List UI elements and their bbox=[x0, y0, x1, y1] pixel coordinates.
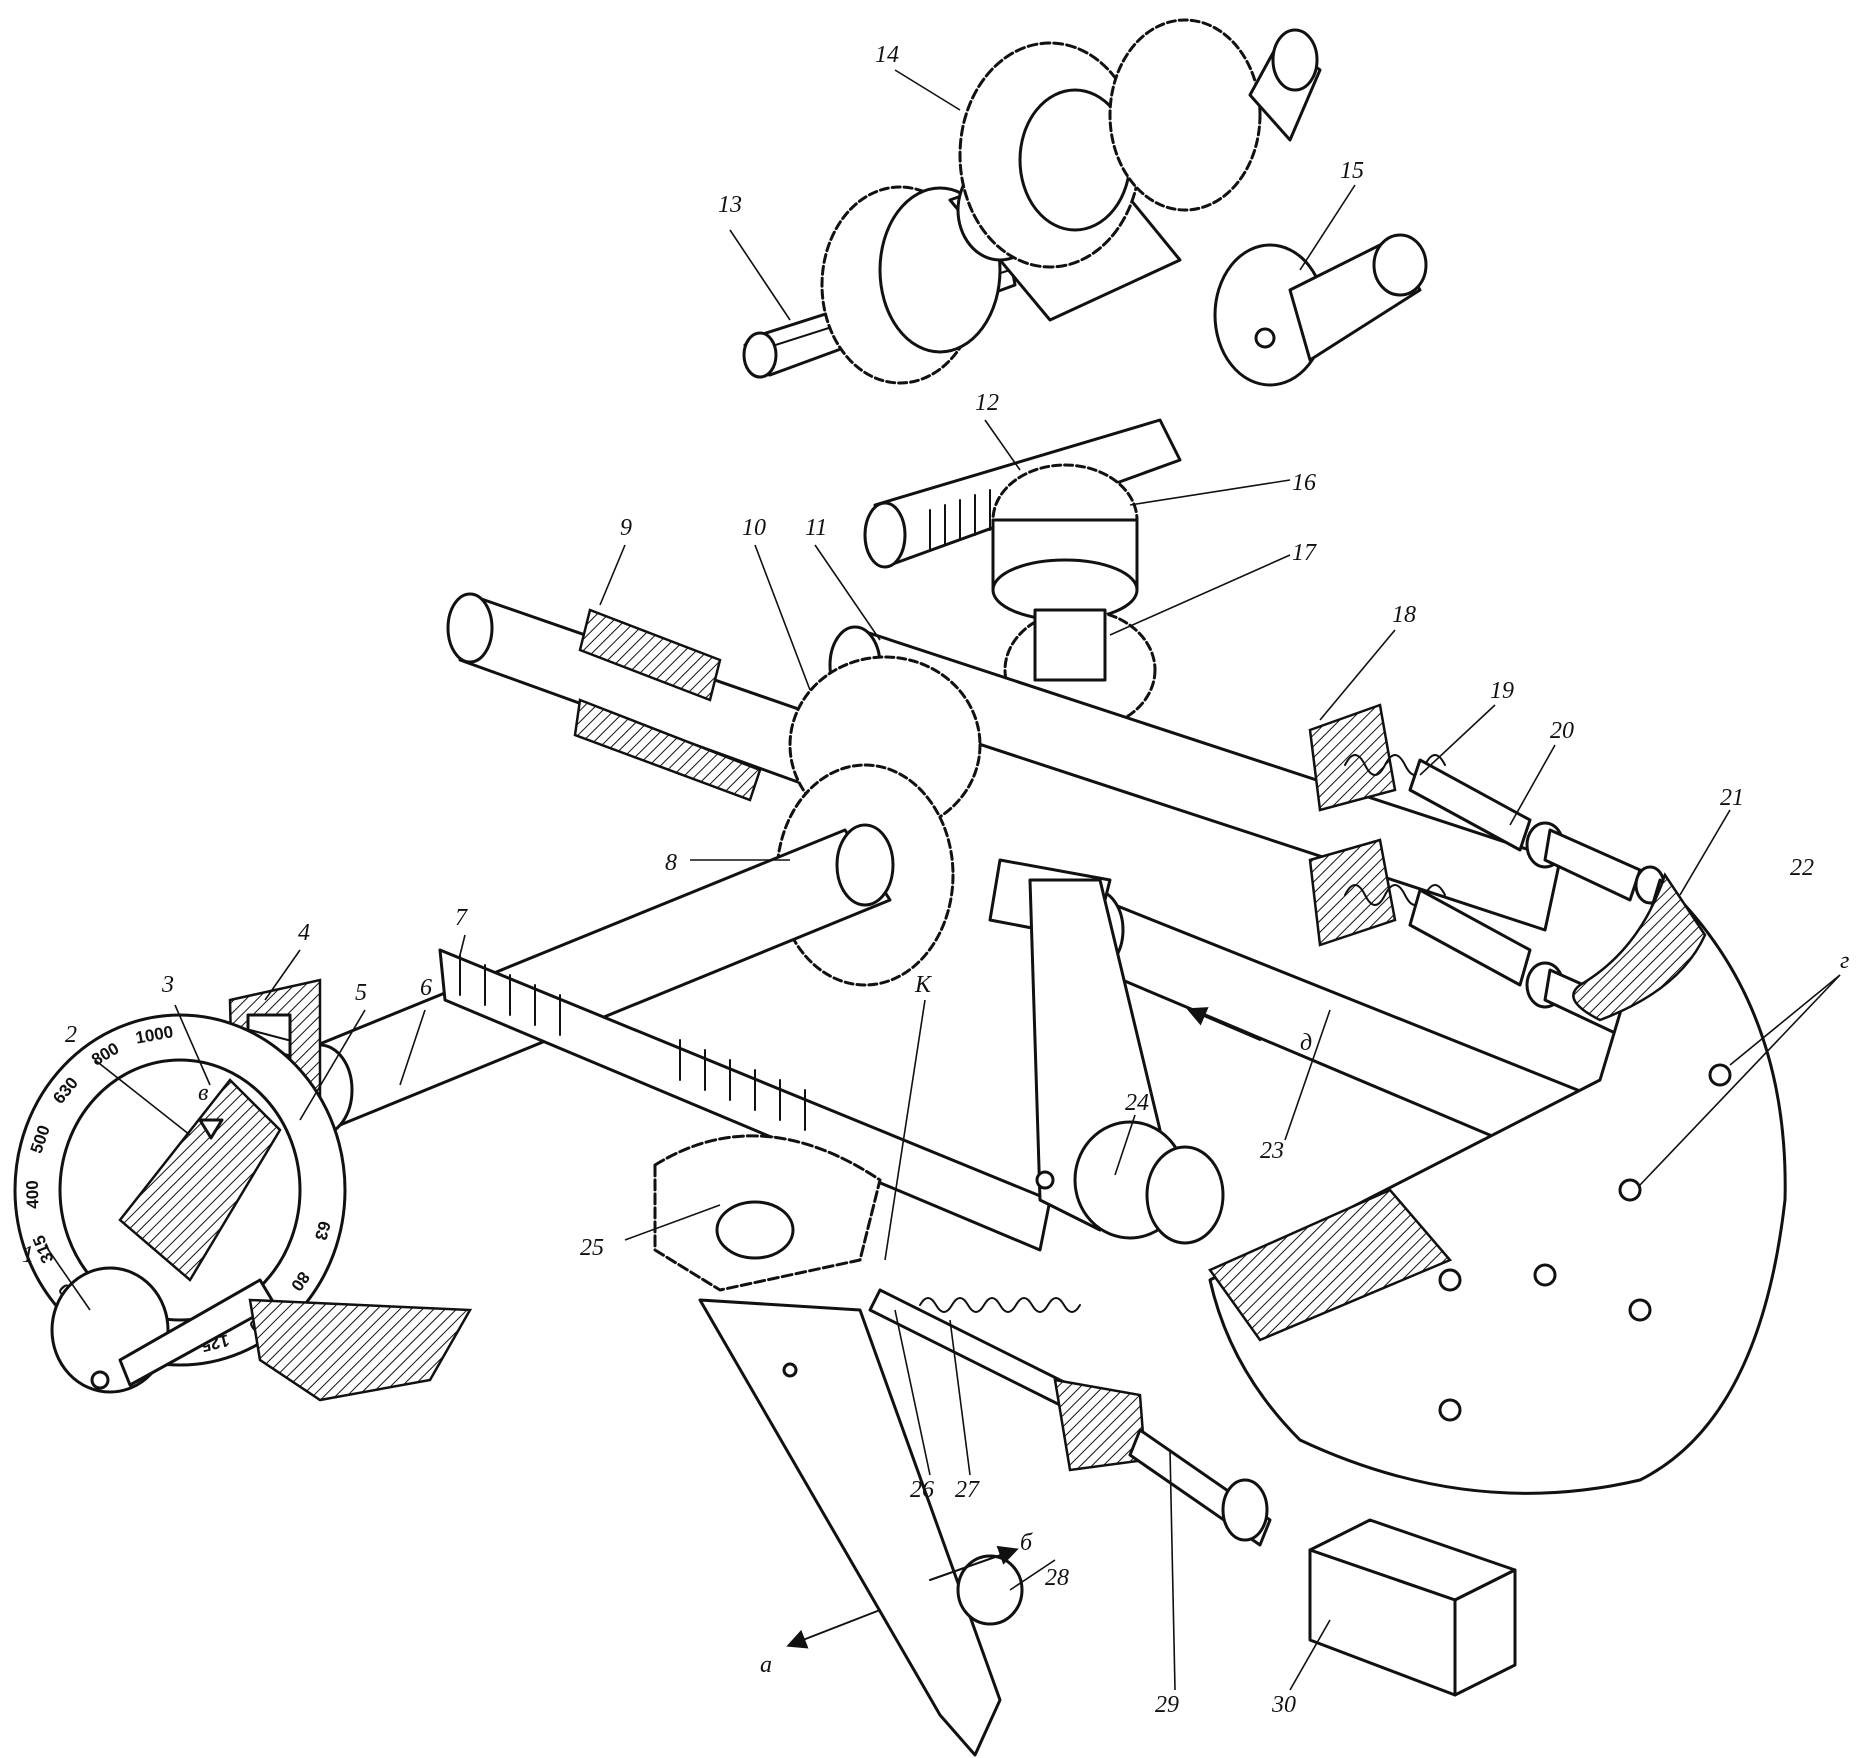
cam-21 bbox=[1572, 872, 1707, 1022]
label-10: 10 bbox=[742, 515, 766, 541]
leader-lines bbox=[44, 69, 1841, 1691]
label-5: 5 bbox=[355, 980, 367, 1006]
label-19: 19 bbox=[1490, 678, 1514, 704]
letter-labels: а б в г д К bbox=[198, 948, 1849, 1678]
label-21: 21 bbox=[1720, 785, 1744, 811]
splined-shaft-9 bbox=[446, 592, 832, 802]
label-1: 1 bbox=[22, 1242, 34, 1268]
label-20: 20 bbox=[1550, 718, 1574, 744]
rod-26-spring-27 bbox=[868, 1288, 1147, 1472]
label-25: 25 bbox=[580, 1235, 604, 1261]
gear-14 bbox=[958, 41, 1142, 269]
motion-arrows bbox=[786, 1007, 1261, 1649]
label-14: 14 bbox=[875, 42, 899, 68]
part-labels: 1 2 3 4 5 6 7 8 9 10 11 12 13 14 15 16 1… bbox=[22, 42, 1814, 1718]
control-lever-28 bbox=[698, 1298, 1024, 1757]
letter-k: К bbox=[914, 972, 933, 998]
letter-v: в bbox=[198, 1080, 208, 1106]
label-12: 12 bbox=[975, 390, 999, 416]
brake-block-30 bbox=[1308, 1518, 1517, 1697]
lever-knob bbox=[956, 1554, 1024, 1626]
label-3: 3 bbox=[161, 972, 174, 998]
label-15: 15 bbox=[1340, 158, 1364, 184]
letter-g: г bbox=[1840, 948, 1849, 974]
rod-29 bbox=[1128, 1428, 1272, 1547]
label-30: 30 bbox=[1271, 1692, 1296, 1718]
label-28: 28 bbox=[1045, 1565, 1069, 1591]
letter-a: а bbox=[760, 1652, 772, 1678]
label-16: 16 bbox=[1292, 470, 1316, 496]
label-7: 7 bbox=[455, 905, 468, 931]
label-13: 13 bbox=[718, 192, 742, 218]
label-24: 24 bbox=[1125, 1090, 1149, 1116]
label-9: 9 bbox=[620, 515, 632, 541]
label-22: 22 bbox=[1790, 855, 1814, 881]
shaft-6 bbox=[286, 823, 895, 1137]
gear-sector-25 bbox=[653, 1134, 882, 1292]
cam-disc-22 bbox=[1208, 872, 1787, 1495]
plunger-20 bbox=[1408, 758, 1666, 905]
crank-lever-24 bbox=[1028, 878, 1225, 1245]
label-17: 17 bbox=[1292, 540, 1317, 566]
label-8: 8 bbox=[665, 850, 677, 876]
label-26: 26 bbox=[910, 1477, 934, 1503]
letter-d: д bbox=[1300, 1030, 1312, 1056]
dial-scale-value: 63 bbox=[311, 1219, 334, 1242]
gear-16 bbox=[991, 463, 1139, 622]
label-23: 23 bbox=[1260, 1138, 1284, 1164]
dial-scale-value: 400 bbox=[23, 1180, 43, 1209]
label-2: 2 bbox=[65, 1022, 77, 1048]
label-4: 4 bbox=[298, 920, 310, 946]
label-27: 27 bbox=[955, 1477, 980, 1503]
upper-gear-cluster bbox=[742, 18, 1428, 387]
shifting-rail-11-18 bbox=[828, 625, 1666, 1045]
letter-b: б bbox=[1020, 1530, 1033, 1556]
speed-selector-dial: 63801001251602002503154005006308001000 bbox=[13, 978, 473, 1402]
label-11: 11 bbox=[805, 515, 827, 541]
label-6: 6 bbox=[420, 975, 432, 1001]
label-18: 18 bbox=[1392, 602, 1416, 628]
label-29: 29 bbox=[1155, 1692, 1179, 1718]
